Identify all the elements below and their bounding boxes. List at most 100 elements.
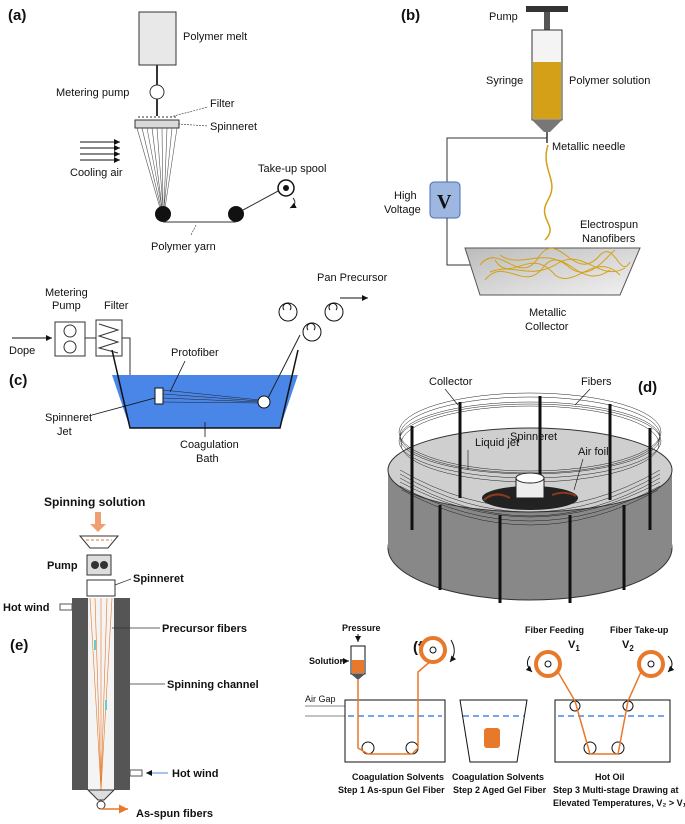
precursor-fibers-label: Precursor fibers xyxy=(162,623,247,635)
godet-roller-2 xyxy=(302,322,322,342)
panel-a: (a) Polymer melt Metering pump Filter Sp… xyxy=(8,7,327,253)
panel-e-tag: (e) xyxy=(10,637,28,654)
syringe-label: Syringe xyxy=(486,75,523,87)
pump-label-e: Pump xyxy=(47,560,78,572)
collector-label-d: Collector xyxy=(429,376,473,388)
electrospinning-jet xyxy=(543,144,553,241)
fibers-label: Fibers xyxy=(581,376,612,388)
air-foil-label: Air foil xyxy=(578,446,609,458)
spinneret-jet xyxy=(154,387,164,405)
metallic-label: Metallic xyxy=(529,307,567,319)
hot-wind-bottom-label: Hot wind xyxy=(172,768,218,780)
spinneret-label-d: Spinneret xyxy=(510,431,557,443)
panel-f: (f) Pressure Solution Air Gap Coagulatio… xyxy=(305,623,685,808)
panel-b: (b) Pump Syringe Polymer solution Metall… xyxy=(384,6,650,333)
bath-guide-roller xyxy=(257,395,271,409)
pressure-label: Pressure xyxy=(342,623,381,633)
filter-label-c: Filter xyxy=(104,300,129,312)
filament-bundle xyxy=(136,127,178,209)
pan-precursor-label: Pan Precursor xyxy=(317,272,388,284)
liquid-jet-left xyxy=(483,493,511,501)
spinning-solution-label: Spinning solution xyxy=(44,495,145,509)
liquid-jet-right xyxy=(551,491,577,497)
coagulation-label: Coagulation xyxy=(180,439,239,451)
metallic-needle-label: Metallic needle xyxy=(552,141,625,153)
pump-label: Pump xyxy=(489,11,518,23)
filter-label: Filter xyxy=(210,98,235,110)
electrospun-label: Electrospun xyxy=(580,219,638,231)
polymer-solution-fill xyxy=(533,62,561,119)
godet-roller-3 xyxy=(324,302,344,322)
step3-label-line1: Step 3 Multi-stage Drawing at xyxy=(553,785,679,795)
spinning-channel-left-wall xyxy=(72,598,88,790)
as-spun-fibers-label: As-spun fibers xyxy=(136,808,213,820)
panel-b-tag: (b) xyxy=(401,7,420,24)
cooling-air-label: Cooling air xyxy=(70,167,123,179)
take-up-spool-label: Take-up spool xyxy=(258,163,327,175)
liquid-jet-label: Liquid jet xyxy=(475,437,519,449)
step1-fiber-path xyxy=(357,659,433,755)
output-roller xyxy=(96,800,106,810)
dope-label: Dope xyxy=(9,345,35,357)
spinneret-label: Spinneret xyxy=(210,121,257,133)
step1-label: Step 1 As-spun Gel Fiber xyxy=(338,785,445,795)
panel-d-tag: (d) xyxy=(638,379,657,396)
panel-c-tag: (c) xyxy=(9,372,27,389)
step2-label: Step 2 Aged Gel Fiber xyxy=(453,785,547,795)
godet-roll-1 xyxy=(155,206,171,222)
metering-pump-label: Metering pump xyxy=(56,87,129,99)
collector-label: Collector xyxy=(525,321,569,333)
solution-label: Solution xyxy=(309,656,345,666)
voltage-source xyxy=(429,181,461,219)
nanofiber-mat xyxy=(479,247,631,281)
filter-box xyxy=(95,319,123,357)
hot-wind-top-label: Hot wind xyxy=(3,602,49,614)
metallic-collector xyxy=(464,247,641,296)
voltage-symbol: V xyxy=(437,191,452,213)
fiber-take-up-label: Fiber Take-up xyxy=(610,625,669,635)
spinning-channel-right-wall xyxy=(114,598,130,790)
hot-wind-outlet-bottom xyxy=(129,769,143,777)
panel-d: (d) Collector xyxy=(387,376,673,603)
polymer-yarn-label: Polymer yarn xyxy=(151,241,216,253)
bath-label: Bath xyxy=(196,453,219,465)
godet-roller-1 xyxy=(278,302,298,322)
fiber-feeding-label: Fiber Feeding xyxy=(525,625,584,635)
spinneret-head xyxy=(86,579,116,597)
coag-solvents-2-label: Coagulation Solvents xyxy=(452,772,544,782)
spinneret-plate xyxy=(134,119,180,129)
solution-hopper xyxy=(78,535,120,549)
high-label: High xyxy=(394,190,417,202)
pump-label-c: Pump xyxy=(52,300,81,312)
metering-label: Metering xyxy=(45,287,88,299)
protofiber-label: Protofiber xyxy=(171,347,219,359)
protofiber-lines xyxy=(162,389,261,404)
nanofibers-label: Nanofibers xyxy=(582,233,636,245)
collector-posts xyxy=(410,396,652,603)
air-gap-label: Air Gap xyxy=(305,694,336,704)
solution-inlet-arrow xyxy=(90,512,106,532)
spool-rotation-arrow xyxy=(289,197,297,209)
panel-e: Spinning solution Pump Spinneret Hot win… xyxy=(3,495,259,820)
voltage-label: Voltage xyxy=(384,204,421,216)
spinning-channel-label: Spinning channel xyxy=(167,679,259,691)
hot-wind-inlet-top xyxy=(59,603,73,611)
godet-roll-2 xyxy=(228,206,244,222)
metering-pump-symbol xyxy=(149,84,165,100)
hot-oil-label: Hot Oil xyxy=(595,772,625,782)
v2-label: V2 xyxy=(622,639,634,653)
spinneret-label-e: Spinneret xyxy=(133,573,184,585)
precursor-fiber-lines xyxy=(89,597,113,791)
circuit-wire-top xyxy=(446,137,547,182)
coag-solvents-1-label: Coagulation Solvents xyxy=(352,772,444,782)
cooling-air-arrows xyxy=(80,139,120,163)
jet-label: Jet xyxy=(57,426,72,438)
panel-a-tag: (a) xyxy=(8,7,26,24)
polymer-melt-label: Polymer melt xyxy=(183,31,247,43)
spinneret-label-c: Spinneret xyxy=(45,412,92,424)
polymer-melt-hopper xyxy=(138,11,177,66)
syringe-plunger-head xyxy=(526,6,568,12)
step1-bath xyxy=(344,699,446,763)
polymer-solution-label: Polymer solution xyxy=(569,75,650,87)
